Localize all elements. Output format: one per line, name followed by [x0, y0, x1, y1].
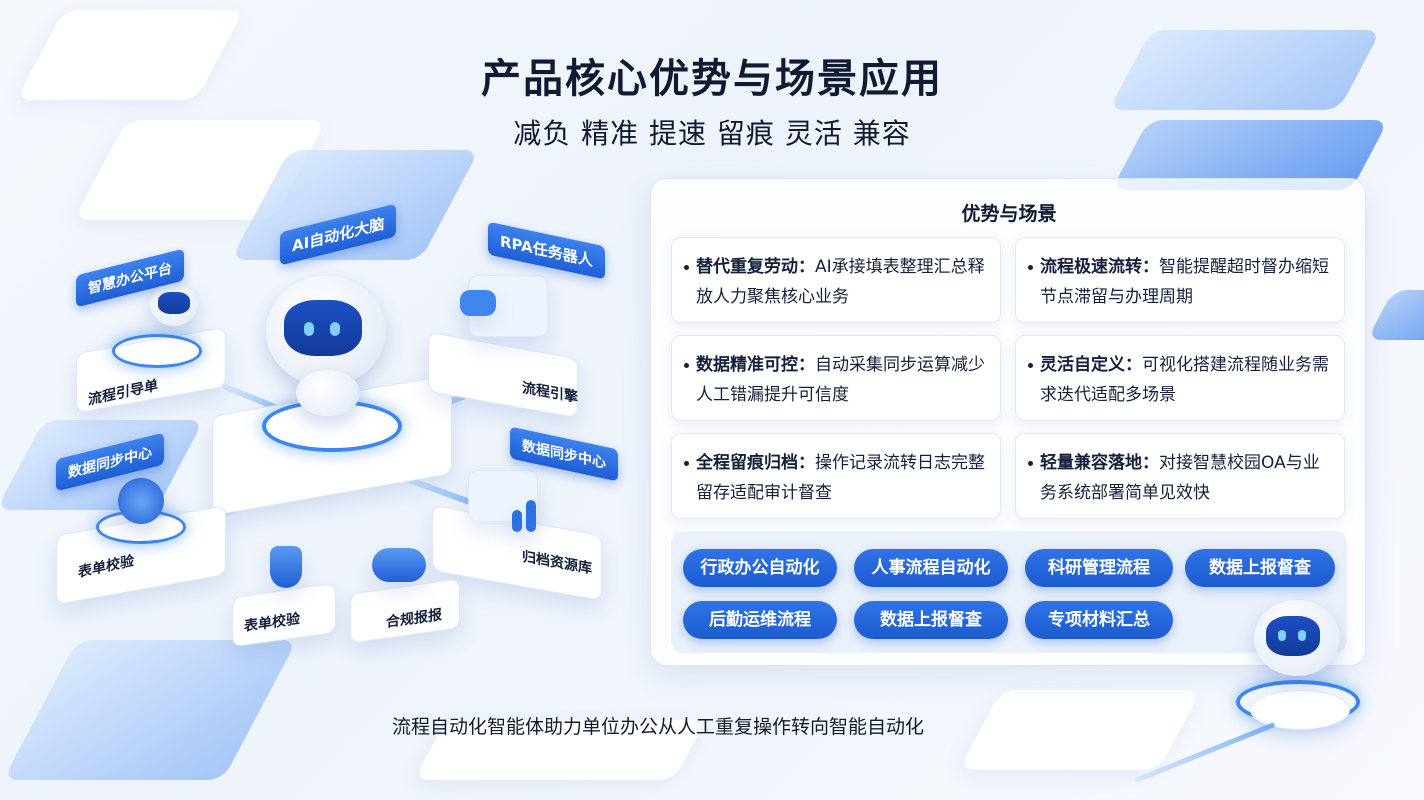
bullet-icon — [684, 265, 689, 270]
card-heading: 流程极速流转： — [1040, 257, 1159, 277]
background-tile — [1366, 290, 1424, 340]
scenario-chip[interactable]: 行政办公自动化 — [683, 549, 837, 587]
background-tile — [958, 690, 1202, 770]
scenario-chip[interactable]: 数据上报督查 — [854, 601, 1008, 639]
robot-face — [158, 292, 190, 314]
card-heading: 全程留痕归档： — [696, 453, 815, 473]
chart-bar — [526, 500, 536, 532]
bullet-icon — [684, 461, 689, 466]
cloud-icon — [372, 548, 426, 582]
page-subtitle: 减负 精准 提速 留痕 灵活 兼容 — [513, 117, 911, 150]
card-heading: 替代重复劳动： — [696, 257, 815, 277]
card-body: 自动采集同步运算减少人工错漏提升可信度 — [696, 355, 985, 405]
robot-base — [1250, 690, 1350, 730]
bullet-icon — [1028, 461, 1033, 466]
card-heading: 数据精准可控： — [696, 355, 815, 375]
panel-title: 优势与场景 — [961, 203, 1057, 225]
scenario-chip[interactable]: 人事流程自动化 — [854, 549, 1008, 587]
advantage-card: 流程极速流转：智能提醒超时督办缩短节点滞留与办理周期 — [1015, 237, 1345, 323]
scenario-chip[interactable]: 科研管理流程 — [1025, 549, 1173, 587]
bullet-icon — [1028, 363, 1033, 368]
bullet-icon — [684, 363, 689, 368]
advantage-card: 数据精准可控：自动采集同步运算减少人工错漏提升可信度 — [671, 335, 1001, 421]
advantage-card: 灵活自定义：可视化搭建流程随业务需求迭代适配多场景 — [1015, 335, 1345, 421]
advantage-card: 全程留痕归档：操作记录流转日志完整留存适配审计督查 — [671, 433, 1001, 519]
scenario-chip[interactable]: 数据上报督查 — [1185, 549, 1335, 587]
robot-face — [284, 300, 362, 356]
bullet-icon — [1028, 265, 1033, 270]
advantage-card: 替代重复劳动：AI承接填表整理汇总释放人力聚焦核心业务 — [671, 237, 1001, 323]
scenario-chip-area: 行政办公自动化 人事流程自动化 科研管理流程 数据上报督查 后勤运维流程 数据上… — [671, 531, 1347, 653]
advantage-card: 轻量兼容落地：对接智慧校园OA与业务系统部署简单见效快 — [1015, 433, 1345, 519]
card-body: 可视化搭建流程随业务需求迭代适配多场景 — [1040, 355, 1329, 405]
document-icon — [460, 290, 496, 316]
card-body: 对接智慧校园OA与业务系统部署简单见效快 — [1040, 453, 1320, 503]
chart-bar — [512, 510, 522, 532]
card-heading: 灵活自定义： — [1040, 355, 1142, 375]
robot-body — [296, 370, 360, 416]
scenario-chip[interactable]: 后勤运维流程 — [683, 601, 837, 639]
robot-face — [1266, 616, 1320, 656]
tag-rpa: RPA任务器人 — [488, 221, 605, 280]
scenario-chip[interactable]: 专项材料汇总 — [1025, 601, 1173, 639]
card-body: AI承接填表整理汇总释放人力聚焦核心业务 — [696, 257, 985, 307]
database-icon — [118, 478, 164, 524]
page-title: 产品核心优势与场景应用 — [481, 56, 943, 102]
footer-text: 流程自动化智能体助力单位办公从人工重复操作转向智能自动化 — [392, 716, 925, 738]
background-tile — [2, 640, 298, 780]
advantages-panel: 优势与场景 替代重复劳动：AI承接填表整理汇总释放人力聚焦核心业务 流程极速流转… — [650, 178, 1366, 666]
card-heading: 轻量兼容落地： — [1040, 453, 1159, 473]
card-body: 智能提醒超时督办缩短节点滞留与办理周期 — [1040, 257, 1329, 307]
card-body: 操作记录流转日志完整留存适配审计督查 — [696, 453, 985, 503]
glow-ring — [112, 334, 202, 368]
shield-icon — [270, 546, 302, 588]
